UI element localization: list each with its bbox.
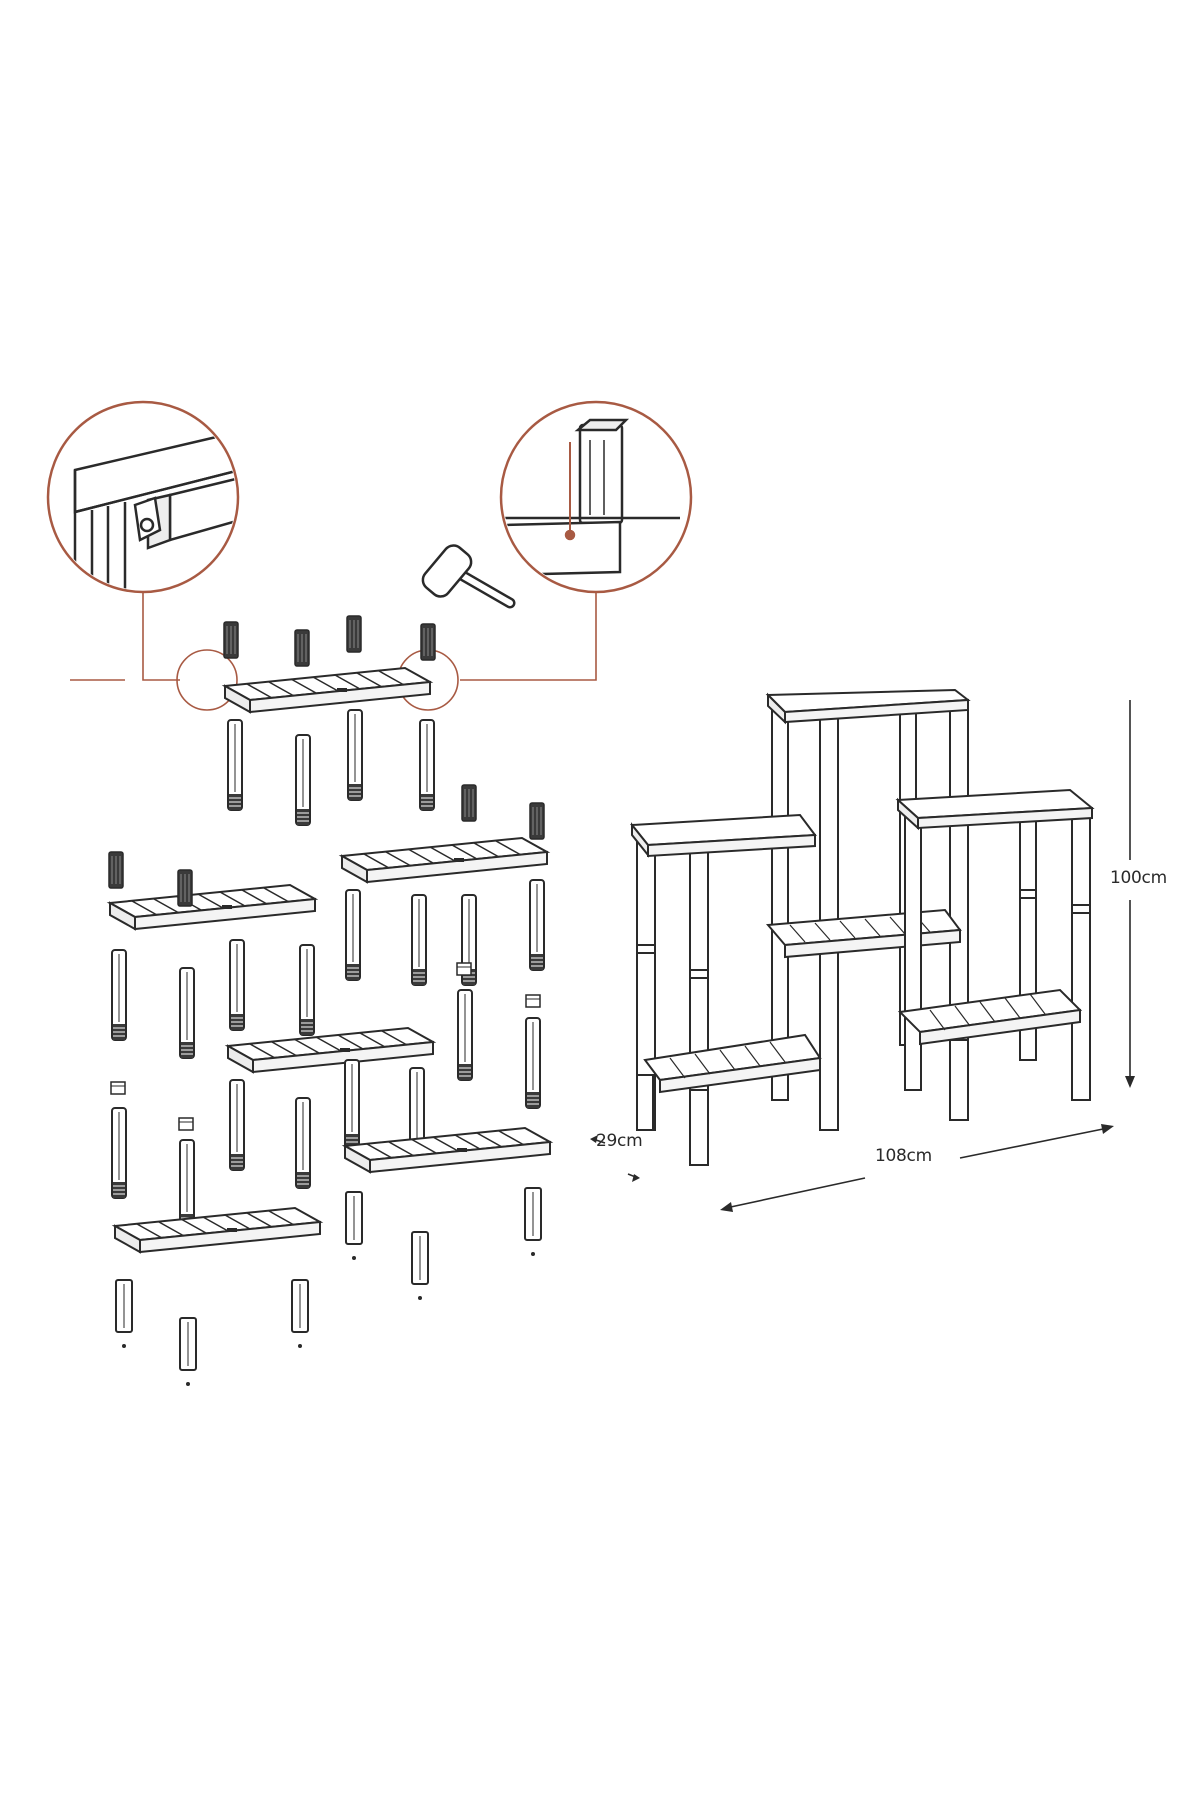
bracket-detail-callout (46, 400, 240, 594)
depth-dimension-label: 29cm (596, 1131, 643, 1151)
assembled-shelf (630, 688, 1095, 1166)
width-dimension-label: 108cm (875, 1146, 932, 1166)
peg-insertion-callout (499, 400, 693, 594)
exploded-view (108, 615, 551, 1387)
height-dimension-label: 100cm (1110, 868, 1167, 888)
mallet-icon (421, 544, 516, 609)
dimension-arrows (590, 700, 1135, 1212)
